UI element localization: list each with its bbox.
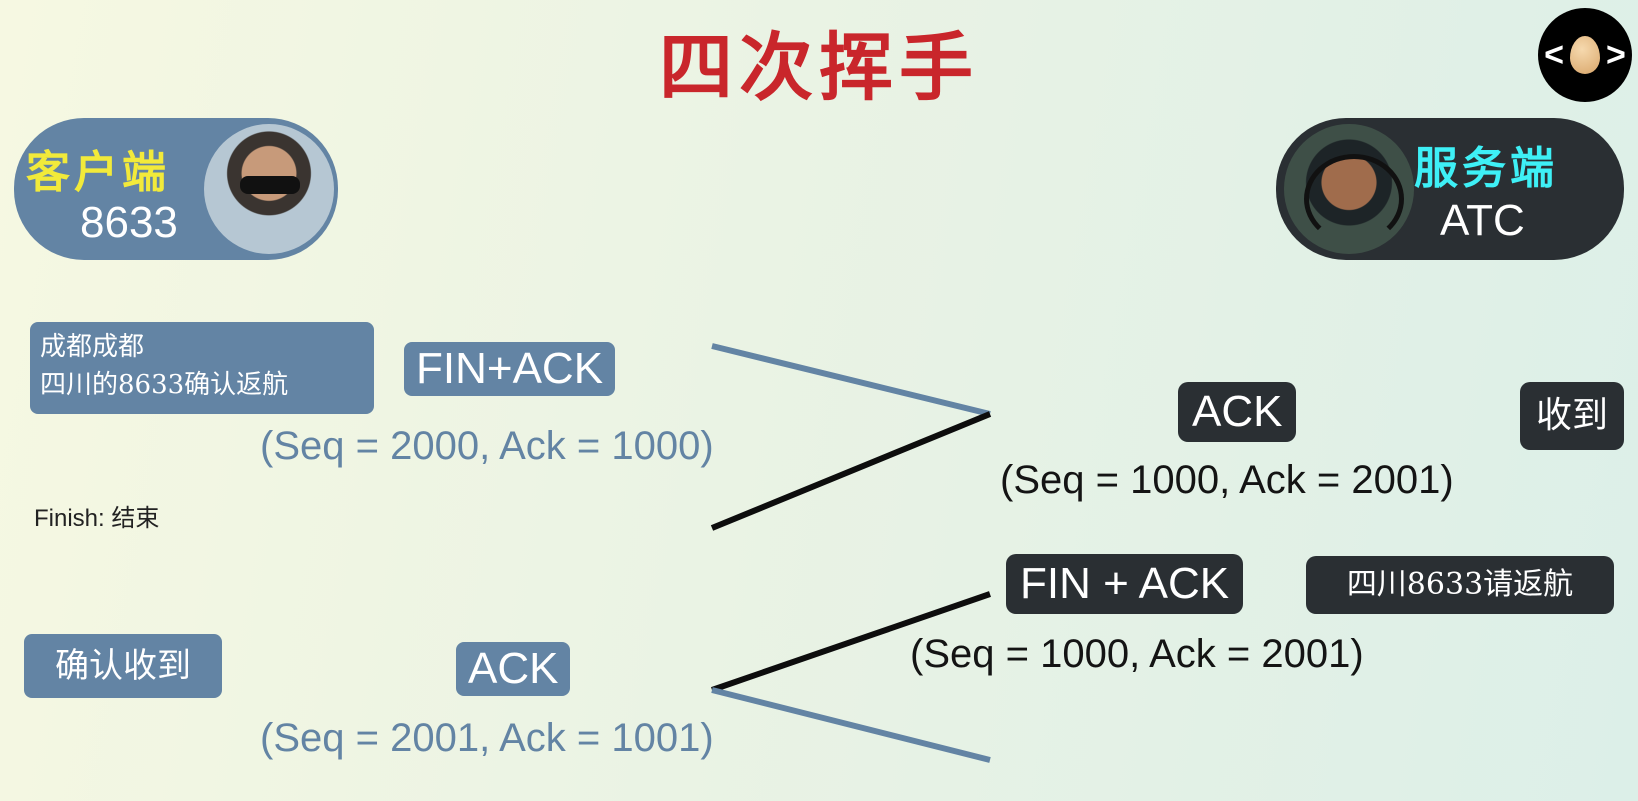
- step4-seq: (Seq = 2001, Ack = 1001): [260, 716, 714, 760]
- sunglasses-icon: [240, 176, 300, 194]
- server-id-label: ATC: [1440, 196, 1525, 245]
- egg-icon: [1570, 36, 1600, 74]
- step3-seq: (Seq = 1000, Ack = 2001): [910, 632, 1364, 676]
- client-message-line2: 四川的8633确认返航: [40, 370, 289, 400]
- logo-left-bracket: <: [1544, 35, 1564, 74]
- ack-arrow-client: [711, 687, 991, 763]
- step2-seq: (Seq = 1000, Ack = 2001): [1000, 458, 1454, 502]
- step1-label: FIN+ACK: [404, 342, 616, 396]
- client-id-label: 8633: [80, 198, 178, 247]
- step2-label: ACK: [1178, 382, 1297, 442]
- server-received-note: 收到: [1520, 382, 1624, 450]
- fin-ack-arrow-client: [711, 343, 991, 417]
- page-title: 四次挥手: [659, 25, 979, 111]
- step3-label: FIN + ACK: [1006, 554, 1244, 614]
- ack-arrow-server: [710, 411, 992, 531]
- client-message-line1: 成都成都: [40, 332, 145, 362]
- client-role-label: 客户端: [26, 147, 170, 198]
- fin-ack-arrow-server: [711, 591, 991, 693]
- client-confirm-note: 确认收到: [24, 634, 222, 698]
- client-badge: 客户端 8633: [14, 118, 338, 260]
- client-message-note: 成都成都 四川的8633确认返航: [30, 322, 374, 414]
- server-badge: 服务端 ATC: [1276, 118, 1624, 260]
- step4-label: ACK: [456, 642, 571, 696]
- channel-logo: < >: [1538, 8, 1632, 102]
- server-request-note: 四川8633请返航: [1306, 556, 1614, 614]
- logo-right-bracket: >: [1606, 35, 1626, 74]
- server-avatar: [1284, 124, 1414, 254]
- server-role-label: 服务端: [1414, 143, 1558, 194]
- step1-seq: (Seq = 2000, Ack = 1000): [260, 424, 714, 468]
- client-avatar: [204, 124, 334, 254]
- finish-note: Finish: 结束: [34, 505, 160, 532]
- headset-icon: [1304, 154, 1404, 244]
